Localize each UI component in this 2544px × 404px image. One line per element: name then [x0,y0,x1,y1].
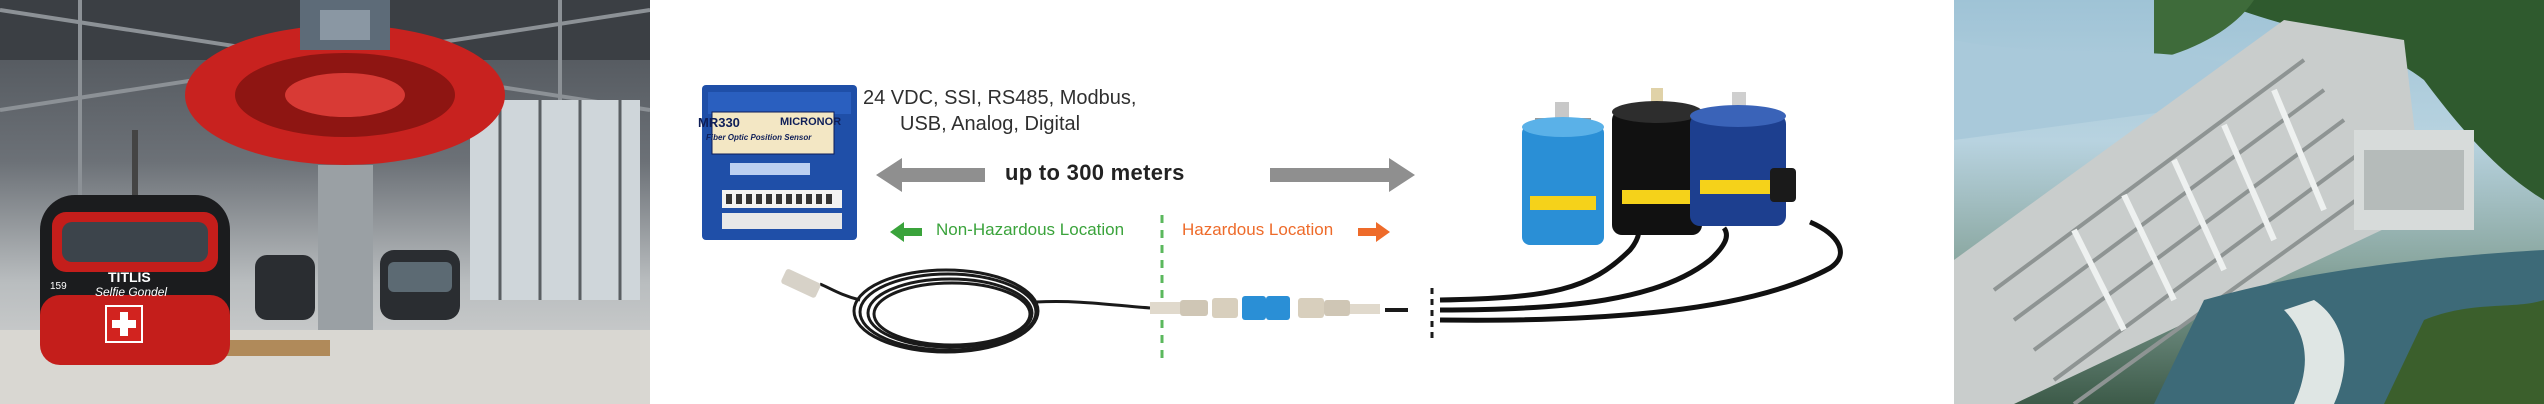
controller-brand: MICRONOR [780,116,842,128]
fiber-cable-coil [819,268,1151,354]
dam-photo [1954,0,2544,404]
gondola-title: TITLIS [108,269,151,285]
hazardous-arrow [1358,222,1390,242]
gondola-subtitle: Selfie Gondel [95,285,168,299]
encoder-blue [1522,102,1604,245]
distance-arrow [876,158,1415,192]
interface-specs-line1: 24 VDC, SSI, RS485, Modbus, [863,87,1137,109]
connector-assembly [1150,288,1434,340]
diagram-graphics [702,85,1843,360]
controller-unit [702,85,857,240]
controller-subtitle: Fiber Optic Position Sensor [706,133,812,142]
gondola-photo: TITLIS Selfie Gondel 159 [0,0,650,404]
non-hazardous-arrow [890,222,922,242]
gondola-number: 159 [50,281,67,292]
hazardous-label: Hazardous Location [1182,220,1334,239]
interface-specs-line2: USB, Analog, Digital [900,113,1081,135]
non-hazardous-label: Non-Hazardous Location [936,220,1125,239]
dam-illustration [1954,0,2544,404]
encoder-black [1612,88,1702,235]
distance-label: up to 300 meters [1005,160,1185,185]
controller-model: MR330 [698,115,740,130]
fiber-optic-diagram: MR330 MICRONOR Fiber Optic Position Sens… [650,0,1954,404]
cable-plug [781,269,821,298]
gondola-illustration [0,0,650,404]
encoder-navy [1690,92,1796,226]
